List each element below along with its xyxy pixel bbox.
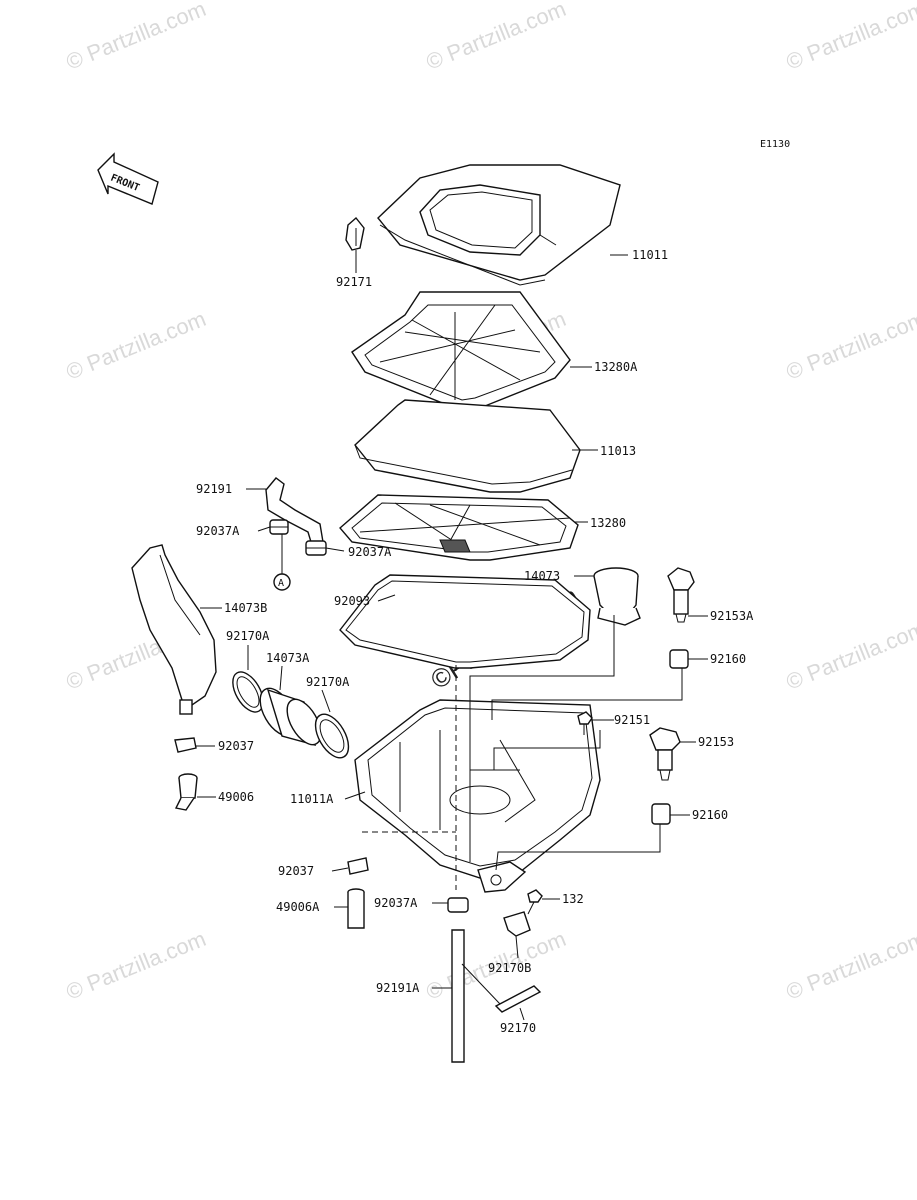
part-screen-13280A[interactable] [351, 291, 571, 411]
part-clip-92037A-right[interactable] [305, 540, 327, 556]
part-clip-92171[interactable] [345, 216, 365, 251]
part-fitting-49006[interactable] [174, 773, 198, 811]
watermark: © Partzilla.com [63, 0, 210, 75]
part-hose-14073A[interactable] [253, 682, 328, 750]
label-92153A: 92153A [710, 609, 754, 623]
label-92170B: 92170B [488, 961, 531, 975]
watermark: © Partzilla.com [783, 0, 917, 75]
label-92170A-left: 92170A [226, 629, 270, 643]
label-92160-top: 92160 [710, 652, 746, 666]
part-clip-92037-left[interactable] [174, 737, 197, 753]
svg-text:A: A [278, 578, 284, 589]
label-13280A: 13280A [594, 360, 638, 374]
diagram-code: E1130 [760, 139, 790, 150]
part-screw-92151[interactable] [577, 711, 593, 735]
label-11011: 11011 [632, 248, 668, 262]
label-14073B: 14073B [224, 601, 267, 615]
watermark: © Partzilla.com [63, 306, 210, 385]
label-14073: 14073 [524, 569, 560, 583]
label-92191A: 92191A [376, 981, 420, 995]
label-92037-bottom: 92037 [278, 864, 314, 878]
part-hose-92191A[interactable] [451, 929, 465, 1063]
part-grommet-92160-top[interactable] [669, 649, 689, 669]
part-bolt-92153A[interactable] [667, 567, 695, 623]
part-clip-92037A-bottom[interactable] [447, 897, 469, 913]
watermark: © Partzilla.com [783, 616, 917, 695]
part-pipe-49006A[interactable] [347, 888, 365, 929]
ref-marker-a-top: A [273, 573, 291, 591]
label-92037A-top-left: 92037A [196, 524, 240, 538]
label-92093: 92093 [334, 594, 370, 608]
part-element-11013[interactable] [354, 399, 581, 493]
label-92170A-right: 92170A [306, 675, 350, 689]
part-funnel-14073[interactable] [593, 567, 641, 626]
label-92171: 92171 [336, 275, 372, 289]
part-clip-92170B[interactable] [503, 911, 531, 937]
part-screen-13280[interactable] [339, 494, 579, 561]
label-92170: 92170 [500, 1021, 536, 1035]
label-92037-left: 92037 [218, 739, 254, 753]
label-92191: 92191 [196, 482, 232, 496]
part-gasket-92093[interactable] [339, 574, 591, 669]
label-92037A-bottom: 92037A [374, 896, 418, 910]
watermark: © Partzilla.com [63, 926, 210, 1005]
part-grommet-92160-bottom[interactable] [651, 803, 671, 825]
watermark: © Partzilla.com [783, 306, 917, 385]
label-92160-bottom: 92160 [692, 808, 728, 822]
part-clip-92037A-left[interactable] [269, 519, 289, 535]
leader-lines [196, 250, 708, 1021]
part-clip-92037-bottom[interactable] [347, 857, 369, 875]
part-cover-11011[interactable] [377, 164, 621, 286]
label-13280: 13280 [590, 516, 626, 530]
label-11013: 11013 [600, 444, 636, 458]
watermark: © Partzilla.com [783, 926, 917, 1005]
part-labels: 11011 92171 13280A 11013 92191 13280 920… [196, 248, 754, 1035]
front-arrow-icon: FRONT [97, 152, 159, 205]
label-92153: 92153 [698, 735, 734, 749]
part-clamp-92170A-left[interactable] [227, 667, 270, 717]
part-hose-92191[interactable] [265, 477, 325, 553]
part-strap-92170[interactable] [494, 985, 542, 1013]
part-bolt-92153[interactable] [649, 727, 681, 781]
label-49006A: 49006A [276, 900, 320, 914]
watermark: © Partzilla.com [423, 0, 570, 75]
label-92151: 92151 [614, 713, 650, 727]
label-11011A: 11011A [290, 792, 334, 806]
part-housing-11011A[interactable] [354, 699, 601, 893]
label-92037A-top-right: 92037A [348, 545, 392, 559]
part-screw-132[interactable] [527, 889, 543, 915]
label-132: 132 [562, 892, 584, 906]
label-14073A: 14073A [266, 651, 310, 665]
label-49006: 49006 [218, 790, 254, 804]
part-clamp-92170A-right[interactable] [309, 709, 356, 764]
part-duct-14073B[interactable] [131, 544, 217, 715]
